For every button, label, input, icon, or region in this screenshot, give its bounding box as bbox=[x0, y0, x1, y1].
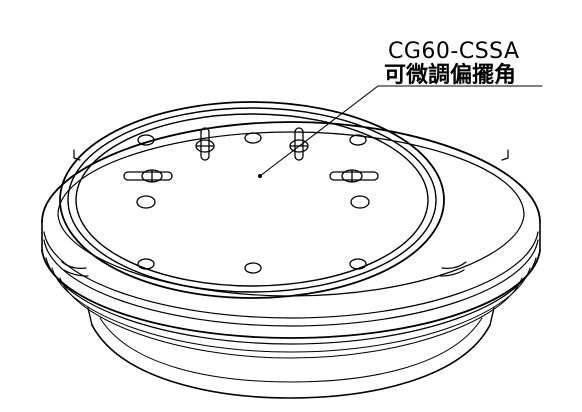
leader-line bbox=[259, 85, 543, 177]
hole bbox=[137, 134, 155, 146]
hole bbox=[136, 195, 156, 209]
vertical-slot bbox=[289, 127, 309, 161]
outer-ring bbox=[41, 121, 541, 359]
hole bbox=[350, 195, 370, 209]
horizontal-slot bbox=[123, 169, 173, 183]
model-label: CG60-CSSA bbox=[388, 39, 520, 64]
horizontal-slot bbox=[329, 169, 379, 183]
plate-holes bbox=[136, 132, 370, 274]
base-body bbox=[87, 307, 495, 399]
hole bbox=[349, 258, 367, 270]
description-label: 可微調偏擺角 bbox=[384, 62, 516, 88]
vertical-slot bbox=[195, 127, 215, 161]
ring-notches bbox=[61, 149, 509, 277]
hole bbox=[244, 132, 262, 144]
hole bbox=[244, 262, 262, 274]
hole bbox=[349, 134, 367, 146]
top-plate bbox=[59, 101, 445, 299]
hole bbox=[137, 258, 155, 270]
